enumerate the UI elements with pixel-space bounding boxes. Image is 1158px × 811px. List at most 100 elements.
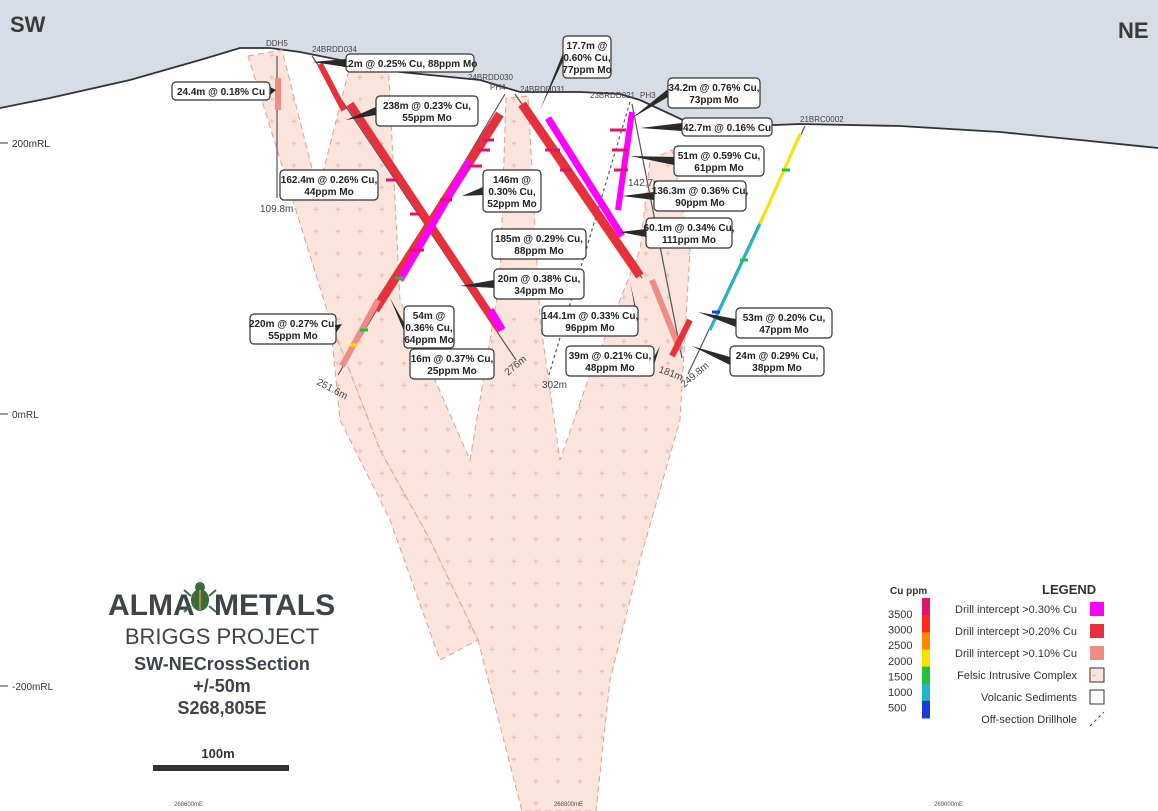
callout-box bbox=[729, 345, 825, 377]
callout-text: 34ppm Mo bbox=[514, 286, 563, 297]
callout-text: 185m @ 0.29% Cu, bbox=[495, 234, 583, 245]
mrl-label-200: 200mRL bbox=[12, 139, 50, 150]
callout-pointer bbox=[460, 280, 494, 288]
intercept-callout: 185m @ 0.29% Cu,88ppm Mo bbox=[491, 228, 587, 260]
hole-labels: DDH5 24BRDD034 24BRDD030 PH4 24BRDD031 2… bbox=[266, 39, 844, 124]
callout-text: 238m @ 0.23% Cu, bbox=[383, 101, 471, 112]
callout-text: 53m @ 0.20% Cu, bbox=[743, 313, 826, 324]
callout-text: 39m @ 0.21% Cu, bbox=[569, 351, 652, 362]
callout-pointer bbox=[620, 229, 646, 237]
callout-box bbox=[667, 77, 761, 109]
callout-box bbox=[565, 345, 655, 377]
assay-ticks bbox=[350, 128, 790, 347]
hole-label: 24BRDD030 bbox=[468, 73, 513, 82]
callout-box bbox=[409, 348, 495, 380]
legend: LEGEND Drill intercept >0.30% Cu Drill in… bbox=[955, 582, 1105, 727]
intercept-callout: 53m @ 0.20% Cu,47ppm Mo bbox=[698, 307, 833, 339]
mrl-label-neg200: -200mRL bbox=[12, 682, 54, 693]
cu-scale-value: 3000 bbox=[888, 625, 912, 637]
corner-label-sw: SW bbox=[10, 12, 46, 37]
hole-label: PH4 bbox=[490, 83, 506, 92]
cu-scale-value: 500 bbox=[888, 703, 906, 715]
cu-scale-value: 3500 bbox=[888, 609, 912, 621]
intercept-callout: 136.3m @ 0.36% Cu,90ppm Mo bbox=[622, 180, 748, 212]
legend-item-label: Drill intercept >0.30% Cu bbox=[955, 604, 1077, 616]
legend-item-label: Drill intercept >0.10% Cu bbox=[955, 648, 1077, 660]
logo-left: ALMA bbox=[108, 589, 195, 622]
legend-item-label: Felsic Intrusive Complex bbox=[957, 670, 1077, 682]
callout-pointer bbox=[346, 107, 376, 120]
hole-label: 21BRC0002 bbox=[800, 115, 844, 124]
callout-text: 220m @ 0.27% Cu, bbox=[249, 319, 337, 330]
easting-ticks: 268600mE 268800mE 269000mE bbox=[174, 802, 963, 808]
intercept-callout: 24m @ 0.29% Cu,38ppm Mo bbox=[692, 345, 825, 377]
depth-label: 142.7m bbox=[628, 178, 661, 189]
callout-text: 73ppm Mo bbox=[689, 95, 738, 106]
callout-box bbox=[345, 53, 475, 73]
callout-text: 20m @ 0.38% Cu, bbox=[498, 274, 581, 285]
callout-box bbox=[735, 307, 833, 339]
callout-text: 90ppm Mo bbox=[675, 198, 724, 209]
section-width: +/-50m bbox=[193, 676, 251, 696]
callout-text: 16m @ 0.37% Cu, bbox=[411, 354, 494, 365]
callout-box bbox=[562, 35, 612, 79]
legend-swatch bbox=[1090, 624, 1104, 638]
legend-title: LEGEND bbox=[1042, 582, 1096, 597]
callout-box bbox=[645, 217, 733, 249]
callout-box bbox=[493, 268, 585, 300]
callout-text: 60.1m @ 0.34% Cu, bbox=[644, 223, 735, 234]
easting-tick-label: 268600mE bbox=[174, 802, 203, 808]
intercept-callout: 24.4m @ 0.18% Cu bbox=[171, 81, 276, 101]
callout-pointer bbox=[336, 324, 342, 333]
legend-item: Volcanic Sediments bbox=[981, 689, 1105, 705]
callout-text: 0.36% Cu, bbox=[405, 323, 452, 334]
cu-scale-swatch bbox=[922, 632, 930, 650]
callout-text: 96ppm Mo bbox=[565, 323, 614, 334]
hole-label: DDH5 bbox=[266, 39, 288, 48]
cu-scale-value: 2000 bbox=[888, 656, 912, 668]
legend-item: Off-section Drillhole bbox=[981, 711, 1105, 727]
cu-scale-swatch bbox=[922, 666, 930, 685]
felsic-intrusive-body bbox=[247, 49, 691, 811]
callout-text: 12m @ 0.25% Cu, 88ppm Mo bbox=[343, 59, 478, 70]
hole-label: 24BRDD031 bbox=[520, 85, 565, 94]
intercept-callout: 17.7m @0.60% Cu,77ppm Mo bbox=[540, 35, 612, 110]
legend-swatch bbox=[1090, 646, 1104, 660]
callout-text: 111ppm Mo bbox=[662, 235, 716, 246]
callout-text: 146m @ bbox=[493, 175, 531, 186]
section-coordinate: S268,805E bbox=[177, 698, 266, 718]
callout-pointer bbox=[622, 192, 654, 200]
legend-item-label: Drill intercept >0.20% Cu bbox=[955, 626, 1077, 638]
cu-scale-swatch bbox=[922, 598, 930, 616]
title-block: ALMA METALS BRIGGS PROJECT SW-NECrossSec… bbox=[108, 582, 335, 718]
intercept-callout: 39m @ 0.21% Cu,48ppm Mo bbox=[565, 345, 660, 377]
intercept-callout: 220m @ 0.27% Cu,55ppm Mo bbox=[249, 313, 342, 345]
callout-pointer bbox=[270, 87, 276, 95]
intercept-callout: 60.1m @ 0.34% Cu,111ppm Mo bbox=[620, 217, 735, 249]
callout-text: 88ppm Mo bbox=[514, 246, 563, 257]
callout-text: 162.4m @ 0.26% Cu, bbox=[281, 175, 378, 186]
callout-text: 55ppm Mo bbox=[268, 331, 317, 342]
felsic-intrusive-lower-left bbox=[329, 319, 479, 661]
callout-pointer bbox=[540, 53, 563, 110]
callout-pointer bbox=[462, 187, 483, 196]
callout-box bbox=[681, 117, 773, 137]
intercept-callout: 12m @ 0.25% Cu, 88ppm Mo bbox=[312, 53, 478, 73]
cu-scale-title: Cu ppm bbox=[890, 586, 927, 597]
cu-scale-value: 1000 bbox=[888, 687, 912, 699]
section-title: SW-NECrossSection bbox=[134, 654, 310, 674]
callout-pointer bbox=[692, 346, 730, 365]
depth-label: 249.8m bbox=[679, 360, 712, 390]
callout-text: 38ppm Mo bbox=[752, 363, 801, 374]
intercept-callout: 162.4m @ 0.26% Cu,44ppm Mo bbox=[279, 169, 379, 201]
callout-text: 55ppm Mo bbox=[402, 113, 451, 124]
legend-swatch-dashed bbox=[1089, 711, 1105, 727]
callout-box bbox=[491, 228, 587, 260]
callout-text: 34.2m @ 0.76% Cu, bbox=[669, 83, 760, 94]
intercept-callout: 34.2m @ 0.76% Cu,73ppm Mo bbox=[632, 77, 761, 118]
callout-text: 24.4m @ 0.18% Cu bbox=[177, 87, 265, 98]
callout-pointer bbox=[312, 59, 346, 67]
callout-text: 61ppm Mo bbox=[694, 163, 743, 174]
